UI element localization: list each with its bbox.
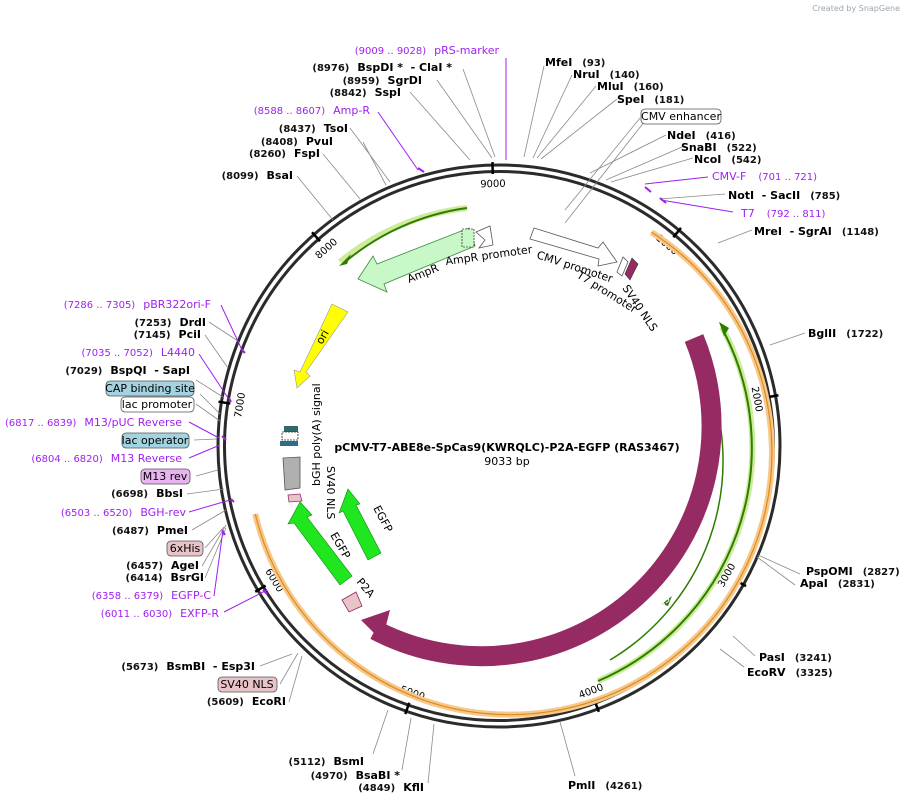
bgh-polya-arrow xyxy=(283,457,300,490)
enzyme-pmei[interactable]: (6487)PmeI xyxy=(112,524,188,537)
primer-egfp-c[interactable]: (6358 .. 6379)EGFP-C xyxy=(92,589,212,602)
primer-m13-puc-reverse[interactable]: (6817 .. 6839)M13/pUC Reverse xyxy=(5,416,182,429)
enzyme-labels-right: MfeI(93) NruI(140) MluI(160) SpeI(181) N… xyxy=(545,56,900,792)
primer-exfp-r[interactable]: (6011 .. 6030)EXFP-R xyxy=(101,607,220,620)
enzyme-bbsi[interactable]: (6698)BbsI xyxy=(111,487,183,500)
enzyme-ncoi[interactable]: NcoI(542) xyxy=(694,153,761,166)
box-cap-binding-site[interactable]: CAP binding site xyxy=(105,381,195,396)
box-sv40-nls[interactable]: SV40 NLS xyxy=(218,677,277,692)
box-m13-rev-text: M13 rev xyxy=(143,470,188,483)
tick-label-9000: 9000 xyxy=(480,179,506,191)
box-6xhis-text: 6xHis xyxy=(170,542,201,555)
primer-pbr322ori-f[interactable]: (7286 .. 7305)pBR322ori-F xyxy=(64,298,211,311)
map-size: 9033 bp xyxy=(484,455,529,468)
primer-cmv-f[interactable]: CMV-F(701 .. 721) xyxy=(712,170,817,183)
enzyme-bsabi[interactable]: (4970)BsaBI * xyxy=(311,769,401,782)
primer-m13-reverse[interactable]: (6804 .. 6820)M13 Reverse xyxy=(31,452,182,465)
p2a-arrow xyxy=(342,592,362,612)
enzyme-ecorv[interactable]: EcoRV(3325) xyxy=(747,666,833,679)
enzyme-bsai[interactable]: (8099)BsaI xyxy=(222,169,293,182)
box-lac-operator[interactable]: lac operator xyxy=(122,433,189,448)
ampr-signal-box xyxy=(462,229,474,247)
box-sv40-nls-text: SV40 NLS xyxy=(220,678,273,691)
lac-promoter-feature xyxy=(282,432,298,440)
tick-label-7000: 7000 xyxy=(233,392,248,419)
enzyme-noti-sacii[interactable]: NotI - SacII(785) xyxy=(728,189,840,202)
enzyme-bspqi-sapi[interactable]: (7029)BspQI - SapI xyxy=(65,364,190,377)
enzyme-pasi[interactable]: PasI(3241) xyxy=(759,651,832,664)
enzyme-bspdi-clai[interactable]: (8976)BspDI * - ClaI * xyxy=(312,61,452,74)
enzyme-bsmi[interactable]: (5112)BsmI xyxy=(289,755,364,768)
primer-amp-r[interactable]: (8588 .. 8607)Amp-R xyxy=(254,104,371,117)
primer-bgh-rev[interactable]: (6503 .. 6520)BGH-rev xyxy=(61,506,187,519)
enzyme-ecori[interactable]: (5609)EcoRI xyxy=(207,695,286,708)
egfp-inner-label: EGFP xyxy=(370,503,395,535)
box-6xhis[interactable]: 6xHis xyxy=(167,541,203,556)
primer-prs-marker[interactable]: (9009 .. 9028)pRS-marker xyxy=(355,44,500,57)
box-cmv-enhancer[interactable]: CMV enhancer xyxy=(641,109,721,124)
ampr-promoter-arrow xyxy=(476,226,493,248)
enzyme-apai[interactable]: ApaI(2831) xyxy=(800,577,875,590)
orf-arc-cas9-hl xyxy=(598,327,752,681)
box-lac-promoter[interactable]: lac promoter xyxy=(121,397,194,412)
box-m13-rev[interactable]: M13 rev xyxy=(141,469,190,484)
enzyme-tsoi[interactable]: (8437)TsoI xyxy=(279,122,348,135)
enzyme-mrei-sgrai[interactable]: MreI - SgrAI(1148) xyxy=(754,225,879,238)
watermark: Created by SnapGene xyxy=(812,4,900,13)
box-cap-binding-site-text: CAP binding site xyxy=(105,382,195,395)
bgh-polya-label: bGH poly(A) signal xyxy=(310,383,323,486)
sv40-nls-low-label: SV40 NLS xyxy=(324,466,337,519)
enzyme-pmli[interactable]: PmlI(4261) xyxy=(568,779,642,792)
enzyme-sspi[interactable]: (8842)SspI xyxy=(330,86,401,99)
enzyme-pcii[interactable]: (7145)PciI xyxy=(134,328,201,341)
enzyme-bsmbi-esp3i[interactable]: (5673)BsmBI - Esp3I xyxy=(121,660,255,673)
orf-arc-cas9-line xyxy=(598,332,752,681)
box-cmv-enhancer-text: CMV enhancer xyxy=(641,110,721,123)
enzyme-spei[interactable]: SpeI(181) xyxy=(617,93,684,106)
sv40-nls-low-arrow xyxy=(288,494,302,502)
enzyme-bsrgi[interactable]: (6414)BsrGI xyxy=(126,571,204,584)
primer-marks xyxy=(222,168,666,594)
primer-t7[interactable]: T7(792 .. 811) xyxy=(740,207,826,220)
primer-l4440[interactable]: (7035 .. 7052)L4440 xyxy=(81,346,195,359)
enzyme-kfli[interactable]: (4849)KflI xyxy=(358,781,424,794)
enzyme-mlui[interactable]: MluI(160) xyxy=(597,80,664,93)
lac-operator-feature xyxy=(280,441,298,446)
map-title: pCMV-T7-ABE8e-SpCas9(KWRQLC)-P2A-EGFP (R… xyxy=(334,441,679,454)
enzyme-bglii[interactable]: BglII(1722) xyxy=(808,327,883,340)
ori-arrow xyxy=(294,304,348,388)
box-lac-promoter-text: lac promoter xyxy=(122,398,193,411)
enzyme-fspi[interactable]: (8260)FspI xyxy=(249,147,320,160)
box-lac-operator-text: lac operator xyxy=(122,434,189,447)
